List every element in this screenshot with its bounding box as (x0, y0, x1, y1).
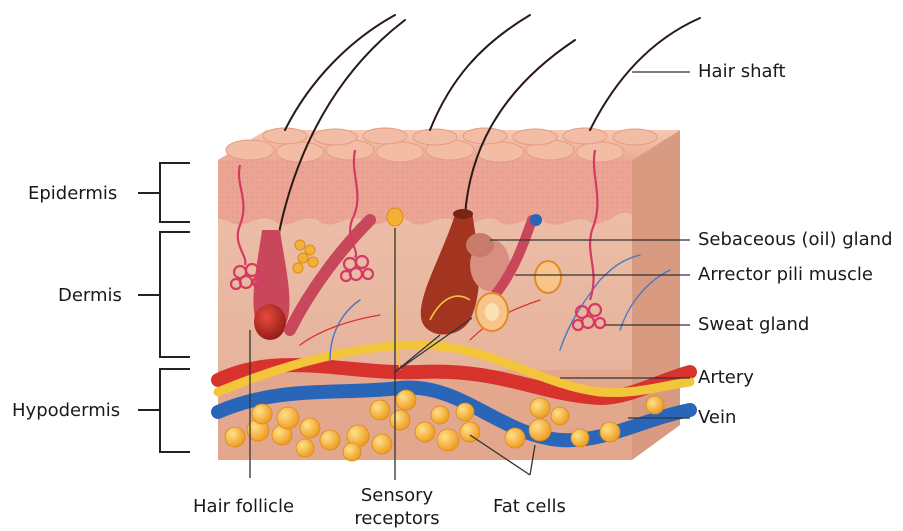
hair-bulb (254, 304, 286, 340)
receptor-right (535, 261, 561, 293)
label-hair-shaft: Hair shaft (698, 61, 786, 83)
label-dermis: Dermis (58, 285, 122, 307)
dermis-bracket (138, 232, 190, 357)
receptor-inner (485, 303, 499, 321)
label-sensory-line1: Sensory (357, 485, 437, 507)
label-hair-follicle: Hair follicle (193, 496, 294, 518)
label-sebaceous-gland: Sebaceous (oil) gland (698, 229, 893, 251)
label-sensory-line2: receptors (347, 508, 447, 530)
label-epidermis: Epidermis (28, 183, 117, 205)
follicle-collar (453, 209, 473, 219)
layer-brackets (138, 163, 190, 452)
hair-shaft-4 (430, 15, 530, 130)
sebaceous-gland-lobe (466, 233, 494, 257)
receptor-oval (387, 208, 403, 226)
label-artery: Artery (698, 367, 754, 389)
label-vein: Vein (698, 407, 736, 429)
hair-shaft-5 (590, 18, 700, 130)
epidermis-texture (218, 160, 632, 225)
receptor-blue (530, 214, 542, 226)
hypodermis-bracket (138, 369, 190, 452)
epidermis-bracket (138, 163, 190, 222)
label-fat-cells: Fat cells (493, 496, 566, 518)
label-hypodermis: Hypodermis (12, 400, 120, 422)
label-arrector-pili: Arrector pili muscle (698, 264, 873, 286)
hair-shaft-2 (285, 15, 395, 130)
surface-cells (226, 128, 657, 162)
label-sweat-gland: Sweat gland (698, 314, 809, 336)
